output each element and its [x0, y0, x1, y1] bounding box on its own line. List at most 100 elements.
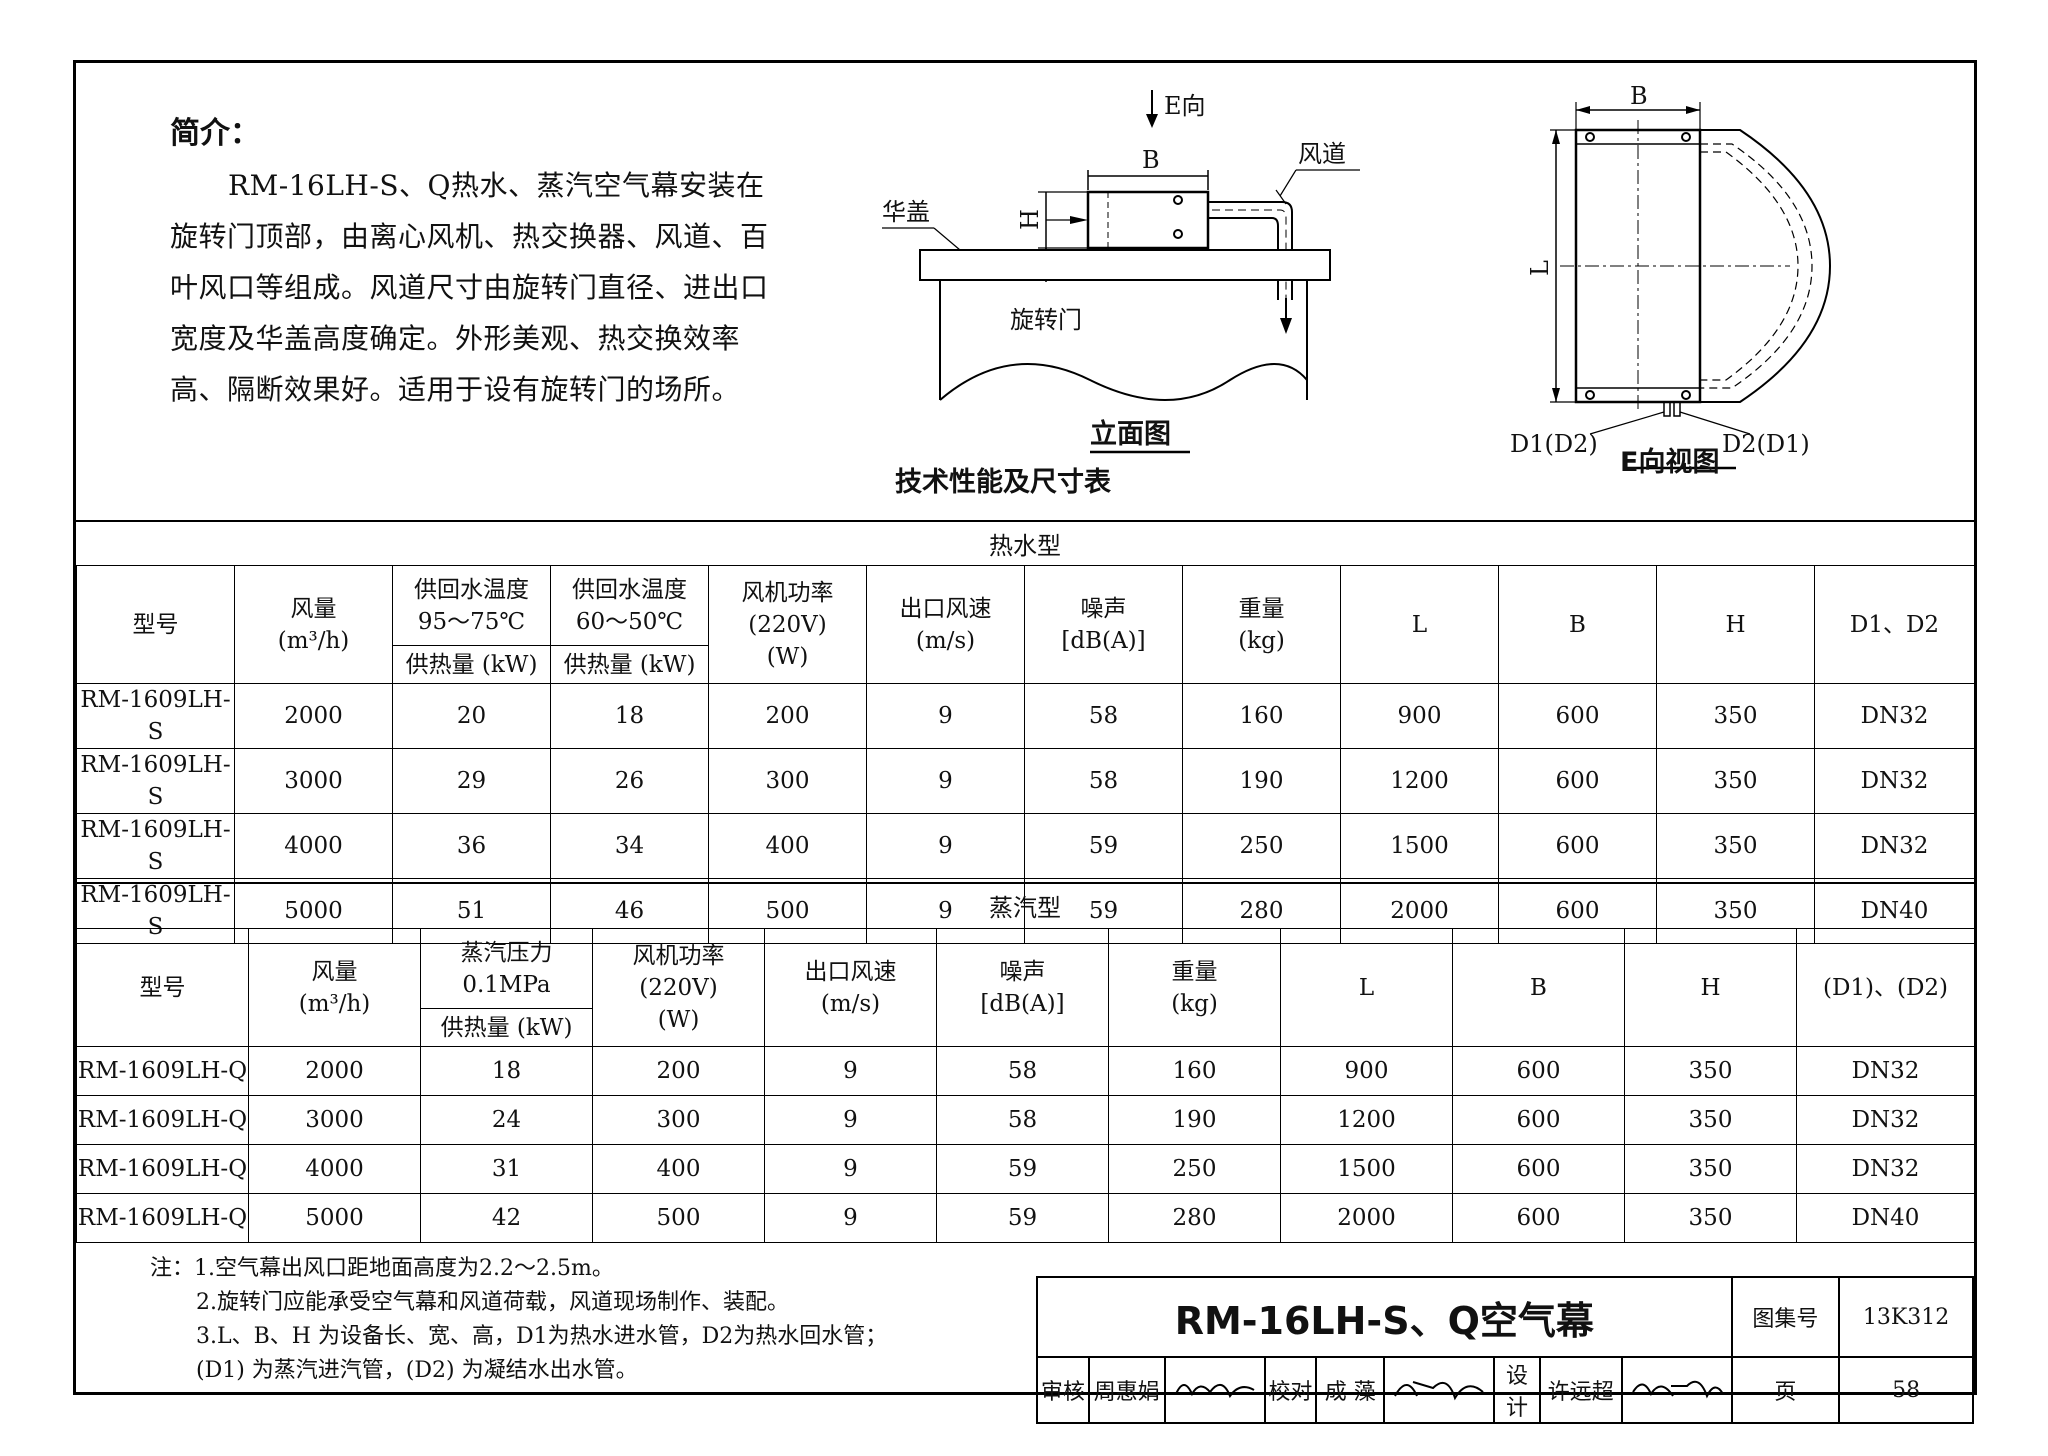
e-view-drawing: B L D1(D2) D2(D1) — [1510, 82, 1832, 470]
hw-temp2-val: 60～50℃ — [575, 608, 684, 635]
hw-cell: 9 — [866, 748, 1025, 814]
hw-cell: 9 — [866, 813, 1025, 879]
hw-cell: 58 — [1024, 683, 1183, 749]
hw-cell: RM-1609LH-S — [76, 813, 235, 879]
st-col-b: B — [1452, 928, 1625, 1047]
hw-col-h: H — [1656, 565, 1815, 684]
hw-air-unit: (m³/h) — [277, 627, 350, 654]
hw-cell: 36 — [392, 813, 551, 879]
reviewer: 周惠娟 — [1087, 1356, 1166, 1424]
st-col-heat: 供热量 (kW) — [420, 1008, 593, 1047]
dim-h: H — [1016, 209, 1044, 230]
st-col-model: 型号 — [76, 928, 249, 1047]
hw-col-noise: 噪声 [dB(A)] — [1024, 565, 1183, 684]
steam-section: 蒸汽型 — [989, 894, 1061, 922]
hw-col-air: 风量 (m³/h) — [234, 565, 393, 684]
designer-signature — [1620, 1356, 1733, 1424]
st-cell: 250 — [1108, 1144, 1281, 1194]
hw-cell: 34 — [550, 813, 709, 879]
hw-cell: 400 — [708, 813, 867, 879]
hw-cell: 900 — [1340, 683, 1499, 749]
st-cell: 600 — [1452, 1046, 1625, 1096]
hot-water-section: 热水型 — [989, 532, 1061, 560]
st-cell: 2000 — [248, 1046, 421, 1096]
steam-top-rule — [76, 882, 1974, 884]
hw-cell: 1500 — [1340, 813, 1499, 879]
hw-cell: 160 — [1182, 683, 1341, 749]
eview-dim-b: B — [1630, 82, 1648, 110]
check-label: 校对 — [1263, 1356, 1318, 1424]
st-cell: 24 — [420, 1095, 593, 1145]
hw-cell: 18 — [550, 683, 709, 749]
notes: 注：1.空气幕出风口距地面高度为2.2～2.5m。 2.旋转门应能承受空气幕和风… — [150, 1252, 887, 1388]
st-col-d: (D1)、(D2) — [1796, 928, 1975, 1047]
page-no: 58 — [1838, 1356, 1974, 1424]
st-cell: 31 — [420, 1144, 593, 1194]
hw-air-label: 风量 — [290, 595, 337, 622]
hw-cell: 2000 — [234, 683, 393, 749]
duct-label: 风道 — [1298, 140, 1346, 168]
st-cell: 500 — [592, 1193, 765, 1243]
st-cell: 5000 — [248, 1193, 421, 1243]
st-weight-label: 重量 — [1171, 958, 1218, 985]
st-cell: RM-1609LH-Q — [76, 1046, 249, 1096]
st-cell: RM-1609LH-Q — [76, 1095, 249, 1145]
design-label: 设计 — [1493, 1356, 1541, 1424]
canopy-label: 华盖 — [882, 198, 930, 226]
hw-cell: 600 — [1498, 813, 1657, 879]
hw-cell: 600 — [1498, 683, 1657, 749]
page-label: 页 — [1730, 1356, 1841, 1424]
hw-cell: 350 — [1656, 683, 1815, 749]
hw-cell: 58 — [1024, 748, 1183, 814]
note-1: 注：1.空气幕出风口距地面高度为2.2～2.5m。 — [150, 1256, 614, 1281]
st-cell: 58 — [936, 1046, 1109, 1096]
hw-power-u: (W) — [766, 643, 809, 670]
st-col-speed: 出口风速(m/s) — [764, 928, 937, 1047]
st-col-noise: 噪声[dB(A)] — [936, 928, 1109, 1047]
st-cell: 900 — [1280, 1046, 1453, 1096]
st-cell: 1500 — [1280, 1144, 1453, 1194]
st-cell: 600 — [1452, 1193, 1625, 1243]
hw-cell: 600 — [1498, 748, 1657, 814]
st-col-h: H — [1624, 928, 1797, 1047]
st-cell: DN32 — [1796, 1095, 1975, 1145]
st-cell: 9 — [764, 1095, 937, 1145]
st-cell: 190 — [1108, 1095, 1281, 1145]
hw-cell: 1200 — [1340, 748, 1499, 814]
st-cell: RM-1609LH-Q — [76, 1144, 249, 1194]
hw-cell: 20 — [392, 683, 551, 749]
hw-noise-label: 噪声 — [1080, 595, 1127, 622]
hw-noise-u: [dB(A)] — [1061, 627, 1146, 654]
hw-power-v: (220V) — [748, 611, 827, 638]
hw-col-model: 型号 — [76, 565, 235, 684]
hw-temp1-val: 95～75℃ — [417, 608, 526, 635]
hw-col-heat1: 供热量 (kW) — [392, 645, 551, 684]
hw-cell: RM-1609LH-S — [76, 683, 235, 749]
st-cell: 58 — [936, 1095, 1109, 1145]
e-direction-label: E向 — [1164, 92, 1206, 120]
st-noise-label: 噪声 — [999, 958, 1046, 985]
st-pressure-label: 蒸汽压力 — [460, 939, 553, 966]
intro-body: RM-16LH-S、Q热水、蒸汽空气幕安装在旋转门顶部，由离心风机、热交换器、风… — [170, 169, 769, 406]
st-cell: 350 — [1624, 1193, 1797, 1243]
st-cell: 400 — [592, 1144, 765, 1194]
checker-signature — [1383, 1356, 1496, 1424]
st-cell: DN32 — [1796, 1046, 1975, 1096]
reviewer-signature — [1163, 1356, 1266, 1424]
st-col-l: L — [1280, 928, 1453, 1047]
drawing-frame — [73, 60, 1977, 1395]
elevation-drawing: E向 B 风道 H 40 华盖 旋转门 — [882, 90, 1360, 454]
st-cell: DN40 — [1796, 1193, 1975, 1243]
pipe-right-label: D2(D1) — [1722, 430, 1810, 458]
hw-cell: 200 — [708, 683, 867, 749]
st-cell: 42 — [420, 1193, 593, 1243]
note-3: 3.L、B、H 为设备长、宽、高，D1为热水进水管，D2为热水回水管； — [196, 1324, 888, 1349]
note-2: 2.旋转门应能承受空气幕和风道荷载，风道现场制作、装配。 — [196, 1290, 789, 1315]
